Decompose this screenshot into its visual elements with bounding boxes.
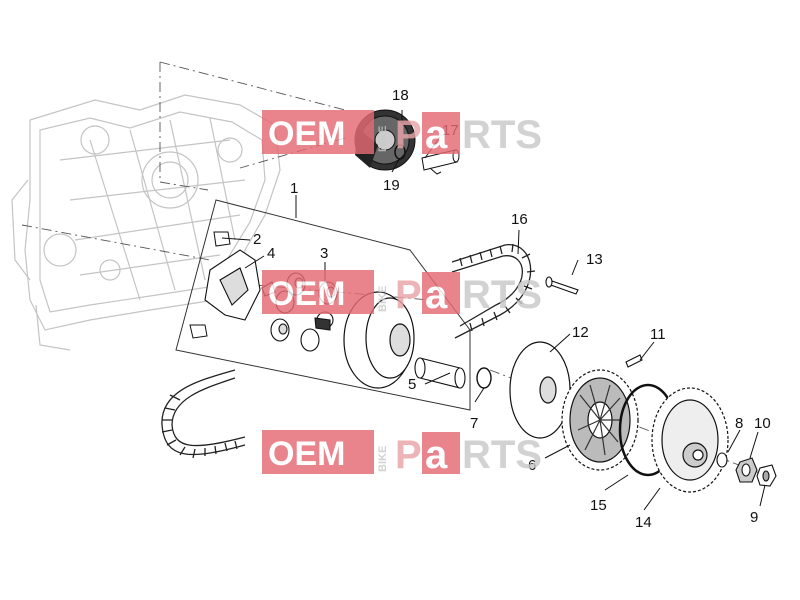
callout-6: 6: [528, 457, 536, 474]
callout-9: 9: [750, 509, 758, 526]
svg-text:RTS: RTS: [462, 273, 542, 317]
callout-15: 15: [590, 497, 607, 514]
clutch-drum: [651, 387, 729, 493]
bushing: [414, 357, 466, 389]
svg-text:BIKE: BIKE: [377, 446, 389, 472]
crankcase-housing: [11, 94, 281, 351]
callout-19: 19: [383, 177, 400, 194]
svg-text:P: P: [395, 273, 422, 317]
svg-text:RTS: RTS: [462, 433, 542, 477]
svg-text:BIKE: BIKE: [377, 286, 389, 312]
drive-belt: [161, 369, 246, 459]
callout-7: 7: [470, 415, 478, 432]
callout-16: 16: [511, 211, 528, 228]
watermark-top: OEM BIKE P a RTS: [262, 110, 542, 157]
variator-group-box: [175, 199, 471, 411]
callout-13: 13: [586, 251, 603, 268]
callout-10: 10: [754, 415, 771, 432]
svg-text:a: a: [425, 273, 448, 317]
svg-text:RTS: RTS: [462, 113, 542, 157]
callout-1: 1: [290, 180, 298, 197]
svg-text:OEM: OEM: [268, 435, 345, 473]
callout-11: 11: [650, 326, 666, 343]
callout-12: 12: [572, 324, 589, 341]
callout-14: 14: [635, 514, 652, 531]
svg-text:a: a: [425, 113, 448, 157]
callout-2: 2: [253, 231, 261, 248]
watermark-bottom: OEM BIKE P a RTS: [262, 430, 542, 477]
svg-text:a: a: [425, 433, 448, 477]
watermark-middle: OEM BIKE P a RTS: [262, 270, 542, 317]
movable-pulley: [343, 291, 415, 389]
callout-3: 3: [320, 245, 328, 262]
svg-text:P: P: [395, 433, 422, 477]
fixed-pulley-plate: [509, 341, 571, 439]
callout-18: 18: [392, 87, 409, 104]
svg-text:BIKE: BIKE: [377, 126, 389, 152]
svg-text:OEM: OEM: [268, 275, 345, 313]
drive-belt-upper: [451, 243, 536, 339]
callout-8: 8: [735, 415, 743, 432]
svg-text:OEM: OEM: [268, 115, 345, 153]
clip: [189, 231, 231, 339]
svg-text:P: P: [395, 113, 422, 157]
callout-4: 4: [267, 245, 275, 262]
callout-5: 5: [408, 376, 416, 393]
fan-pulley: [561, 369, 639, 471]
thrust-washer: [476, 367, 492, 389]
small-parts: [545, 276, 777, 487]
